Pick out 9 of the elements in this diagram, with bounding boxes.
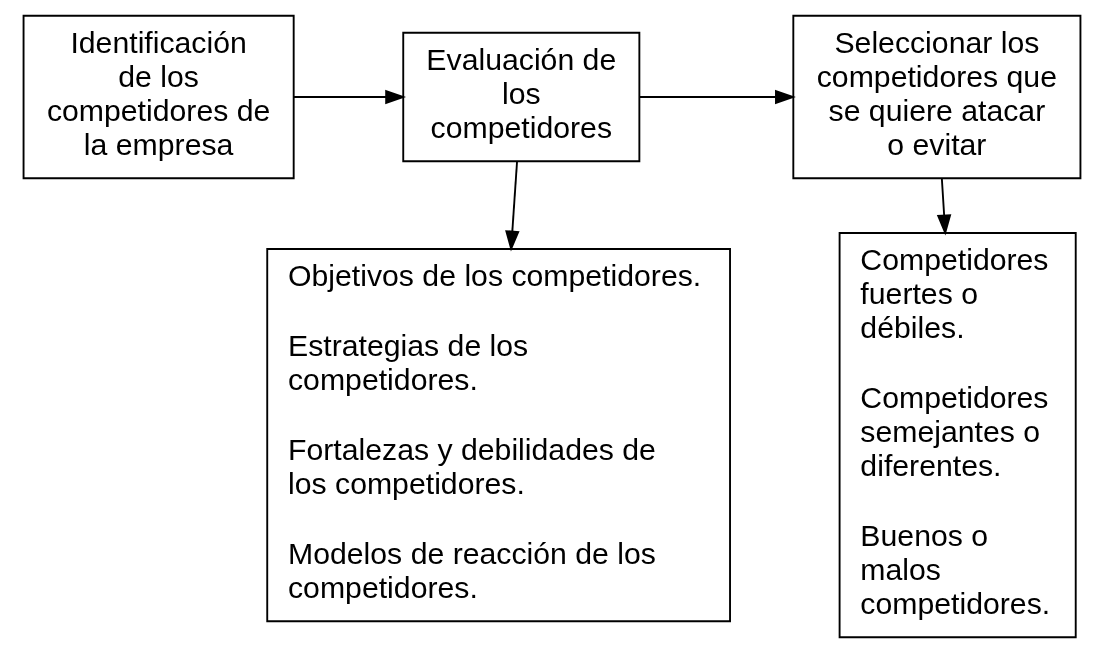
arrow [936,178,952,236]
arrow [638,89,796,105]
node-box: Identificación de los competidores de la empresa [22,14,295,180]
node-box: Evaluación de los competidores [402,31,641,163]
arrow [292,89,407,105]
node-box: Objetivos de los competidores. Estrategias de los competidores. Fortalezas y debilidades de los competidores. Modelos de reacción de los competidores. [266,248,731,623]
node-box: Seleccionar los competidores que se quiere atacar o evitar [792,14,1082,180]
arrow [505,160,520,252]
node-box: Competidores fuertes o débiles. Competidores semejantes o diferentes. Buenos o malos competidores. [838,232,1077,639]
